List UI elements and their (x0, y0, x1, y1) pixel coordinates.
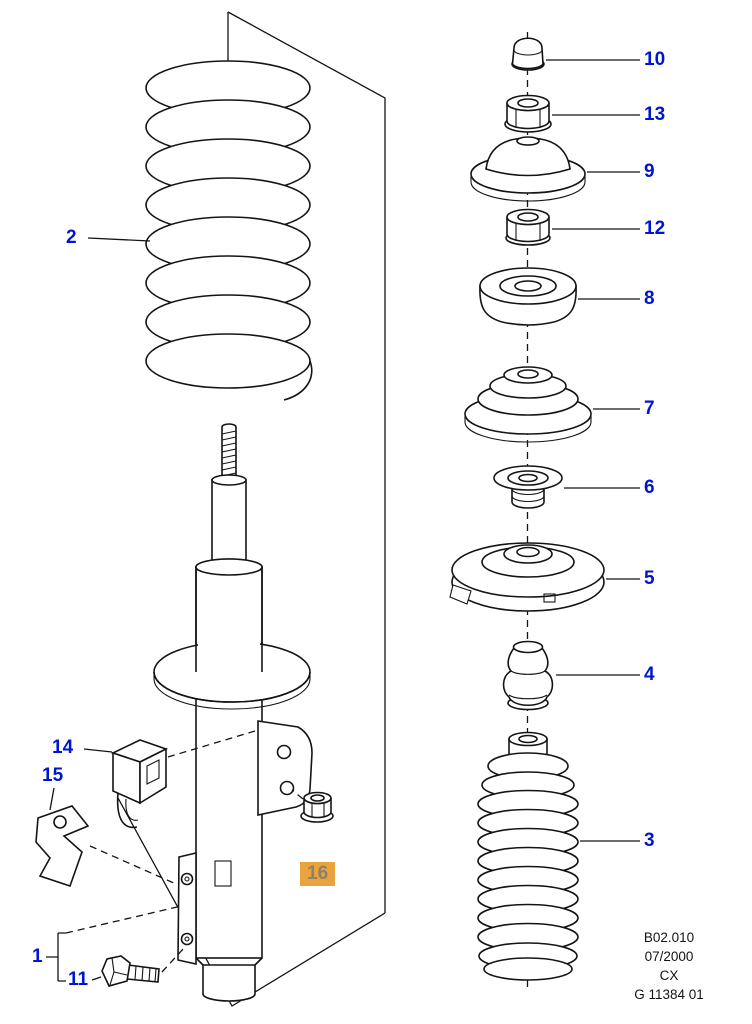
callout-part-10[interactable]: 10 (644, 49, 666, 70)
bump-stop-4-drawing (502, 640, 554, 711)
drawing-info-number: G 11384 01 (634, 987, 704, 1002)
callout-part-15[interactable]: 15 (42, 765, 64, 786)
strut-drawing (153, 423, 313, 1002)
nut-16-drawing (300, 791, 334, 823)
callout-part-7[interactable]: 7 (644, 398, 655, 419)
clip-15-drawing (35, 805, 90, 888)
callout-part-8[interactable]: 8 (644, 288, 655, 309)
callout-part-13[interactable]: 13 (644, 104, 666, 125)
cap-10-drawing (511, 37, 545, 71)
mount-cap-9-drawing (470, 136, 586, 202)
drawing-info-date: 07/2000 (644, 949, 694, 964)
upper-mount-7-drawing (464, 366, 592, 443)
dust-boot-3-drawing (477, 731, 579, 981)
callout-part-16-highlighted[interactable]: 16 (300, 862, 336, 886)
assembly-dashed-lines (65, 730, 304, 973)
part1-group-bracket (46, 932, 66, 982)
callout-part-12[interactable]: 12 (644, 218, 666, 239)
drawing-info-variant: CX (659, 968, 679, 983)
spring-seat-5-drawing (449, 542, 605, 612)
nut-13-drawing (504, 94, 552, 133)
drawing-info-code: B02.010 (643, 930, 695, 945)
callout-part-3[interactable]: 3 (644, 830, 655, 851)
callout-part-14[interactable]: 14 (52, 737, 74, 758)
coil-spring-drawing (145, 60, 313, 401)
callout-part-4[interactable]: 4 (644, 664, 655, 685)
bushing-6-drawing (493, 465, 563, 509)
nut-12-drawing (505, 208, 551, 246)
callout-part-5[interactable]: 5 (644, 568, 655, 589)
callout-part-9[interactable]: 9 (644, 161, 655, 182)
callout-part-1[interactable]: 1 (32, 946, 43, 967)
callout-part-2[interactable]: 2 (66, 227, 77, 248)
bolt-11-drawing (101, 955, 160, 987)
callout-part-11[interactable]: 11 (68, 969, 89, 990)
drawing-info-block: B02.010 07/2000 CX G 11384 01 (626, 928, 712, 1004)
bracket-14-drawing (110, 739, 169, 829)
bearing-8-drawing (479, 267, 577, 326)
leader-lines (46, 59, 640, 982)
callout-part-6[interactable]: 6 (644, 477, 655, 498)
